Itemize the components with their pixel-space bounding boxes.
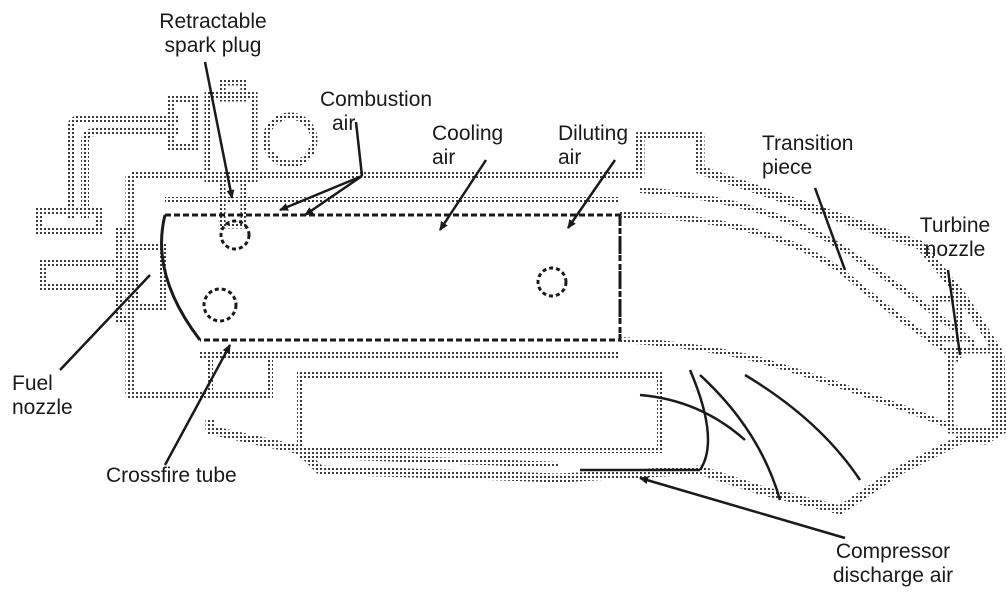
turbine-nozzle xyxy=(932,294,999,434)
label-diluting-line1: Diluting xyxy=(558,122,629,145)
label-combustion-air: Combustion air xyxy=(320,88,432,136)
label-turbine-line1: Turbine xyxy=(919,214,991,237)
label-cooling-line2: air xyxy=(432,146,456,169)
label-transition-line1: Transition xyxy=(762,132,854,155)
label-turbine-line2: nozzle xyxy=(924,238,986,261)
label-transition-piece: Transition piece xyxy=(762,132,853,180)
label-fuel-nozzle: Fuel nozzle xyxy=(12,372,73,420)
outer-casing xyxy=(125,130,1007,515)
label-fuel-line2: nozzle xyxy=(12,396,73,419)
combustion-liner xyxy=(160,213,622,342)
label-compressor-line2: discharge air xyxy=(832,564,954,587)
fuel-nozzle-stem xyxy=(40,228,166,324)
label-crossfire-tube: Crossfire tube xyxy=(106,464,237,487)
label-cooling-air: Cooling air xyxy=(432,122,503,170)
compressor-air-flow xyxy=(580,369,862,501)
label-diluting-air: Diluting air xyxy=(558,122,628,170)
lower-body xyxy=(207,352,663,468)
label-combustion-line2: air xyxy=(332,112,356,135)
label-combustion-line1: Combustion xyxy=(320,88,433,111)
label-spark-plug-line1: Retractable xyxy=(159,10,267,33)
label-turbine-nozzle: Turbine nozzle xyxy=(906,214,1004,262)
leader-lines xyxy=(59,61,962,540)
label-cooling-line1: Cooling xyxy=(432,122,504,145)
label-compressor-discharge-air: Compressor discharge air xyxy=(808,540,978,588)
label-fuel-line1: Fuel xyxy=(12,372,53,395)
label-retractable-spark-plug: Retractable spark plug xyxy=(138,10,288,58)
spark-plug-housing xyxy=(204,78,318,229)
label-compressor-line1: Compressor xyxy=(835,540,951,563)
label-diluting-line2: air xyxy=(558,146,582,169)
label-spark-plug-line2: spark plug xyxy=(164,34,262,57)
fuel-supply-pipe xyxy=(36,94,198,234)
label-transition-line2: piece xyxy=(762,156,813,179)
